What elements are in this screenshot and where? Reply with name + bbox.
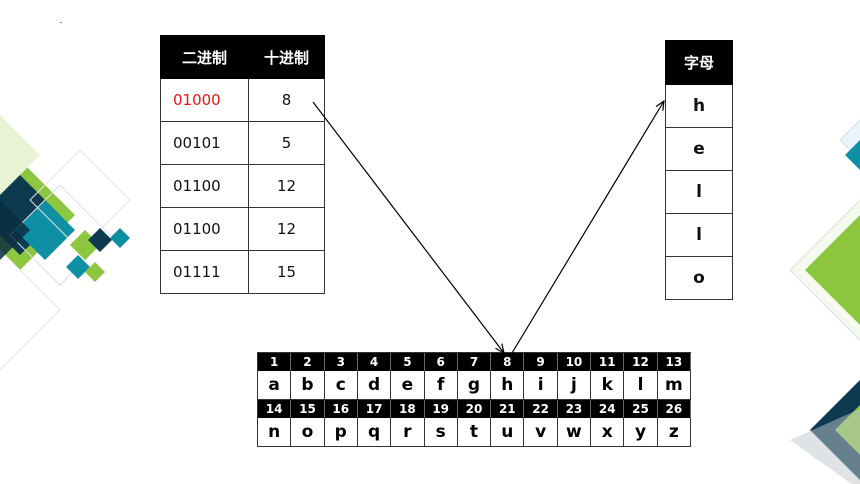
alphabet-letter: i (524, 371, 558, 400)
alphabet-letter: q (357, 418, 392, 447)
alphabet-number: 24 (591, 400, 625, 418)
alphabet-letter: v (524, 418, 558, 447)
alphabet-letter: a (258, 371, 292, 400)
binary-value: 00101 (160, 121, 249, 165)
table-row: 00101 5 (160, 121, 325, 165)
alphabet-number: 15 (291, 400, 325, 418)
alphabet-letter: h (491, 371, 525, 400)
binary-column-header: 二进制 (160, 35, 249, 79)
alphabet-letter: e (391, 371, 425, 400)
alphabet-letter: z (657, 418, 691, 447)
left-decoration (0, 115, 131, 371)
alphabet-number: 19 (424, 400, 458, 418)
alphabet-number: 6 (424, 353, 458, 371)
alphabet-letter: t (457, 418, 492, 447)
alphabet-letter: y (624, 418, 658, 447)
alphabet-letter: b (291, 371, 325, 400)
alphabet-letter: m (657, 371, 691, 400)
decimal-value: 15 (248, 250, 325, 294)
alphabet-number: 14 (258, 400, 292, 418)
alphabet-number: 12 (624, 353, 658, 371)
alphabet-letter: l (624, 371, 658, 400)
letter-cell: l (665, 213, 733, 257)
alphabet-number: 8 (491, 353, 525, 371)
alphabet-letter: k (591, 371, 625, 400)
alphabet-number: 18 (391, 400, 425, 418)
alphabet-letter: w (557, 418, 592, 447)
table-row: 01100 12 (160, 164, 325, 208)
table-row: 01100 12 (160, 207, 325, 251)
alphabet-number: 2 (291, 353, 325, 371)
alphabet-number: 17 (357, 400, 392, 418)
alphabet-number: 25 (624, 400, 658, 418)
alphabet-number: 13 (657, 353, 691, 371)
alphabet-number: 21 (491, 400, 525, 418)
arrow-to-letters (511, 101, 664, 354)
letter-table: 字母 h e l l o (665, 40, 733, 300)
alphabet-number: 23 (557, 400, 592, 418)
alphabet-letter: x (591, 418, 625, 447)
decimal-value: 12 (248, 164, 325, 208)
right-decoration (789, 119, 860, 484)
alphabet-number: 22 (524, 400, 558, 418)
alphabet-number: 4 (357, 353, 392, 371)
binary-value-highlighted: 01000 (160, 78, 249, 122)
alphabet-letter: d (357, 371, 392, 400)
binary-value: 01100 (160, 164, 249, 208)
arrow-to-alphabet (312, 101, 504, 353)
alphabet-letter: r (391, 418, 425, 447)
alphabet-letter: j (557, 371, 592, 400)
alphabet-letter: s (424, 418, 458, 447)
binary-table-header-row: 二进制 十进制 (160, 35, 325, 79)
alphabet-number: 5 (391, 353, 425, 371)
table-row: 01111 15 (160, 250, 325, 294)
binary-value: 01111 (160, 250, 249, 294)
binary-value: 01100 (160, 207, 249, 251)
alphabet-number: 3 (324, 353, 358, 371)
binary-decimal-table: 二进制 十进制 01000 8 00101 5 01100 12 01100 1… (160, 35, 325, 294)
alphabet-number: 16 (324, 400, 358, 418)
alphabet-letter: o (291, 418, 325, 447)
alphabet-number: 20 (457, 400, 492, 418)
decimal-value: 12 (248, 207, 325, 251)
alphabet-letter: u (491, 418, 525, 447)
alphabet-number: 9 (524, 353, 558, 371)
letter-cell: l (665, 170, 733, 214)
alphabet-number: 1 (258, 353, 292, 371)
alphabet-number: 11 (591, 353, 625, 371)
letter-cell: e (665, 127, 733, 171)
alphabet-letter: f (424, 371, 458, 400)
alphabet-number: 26 (657, 400, 691, 418)
alphabet-letter: p (324, 418, 358, 447)
alphabet-number: 10 (557, 353, 592, 371)
stray-dot (60, 22, 62, 23)
alphabet-letter: g (457, 371, 492, 400)
alphabet-number: 7 (457, 353, 492, 371)
alphabet-letter: c (324, 371, 358, 400)
letter-column-header: 字母 (665, 40, 733, 85)
decimal-column-header: 十进制 (248, 35, 325, 79)
letter-cell: o (665, 256, 733, 300)
alphabet-letter: n (258, 418, 292, 447)
